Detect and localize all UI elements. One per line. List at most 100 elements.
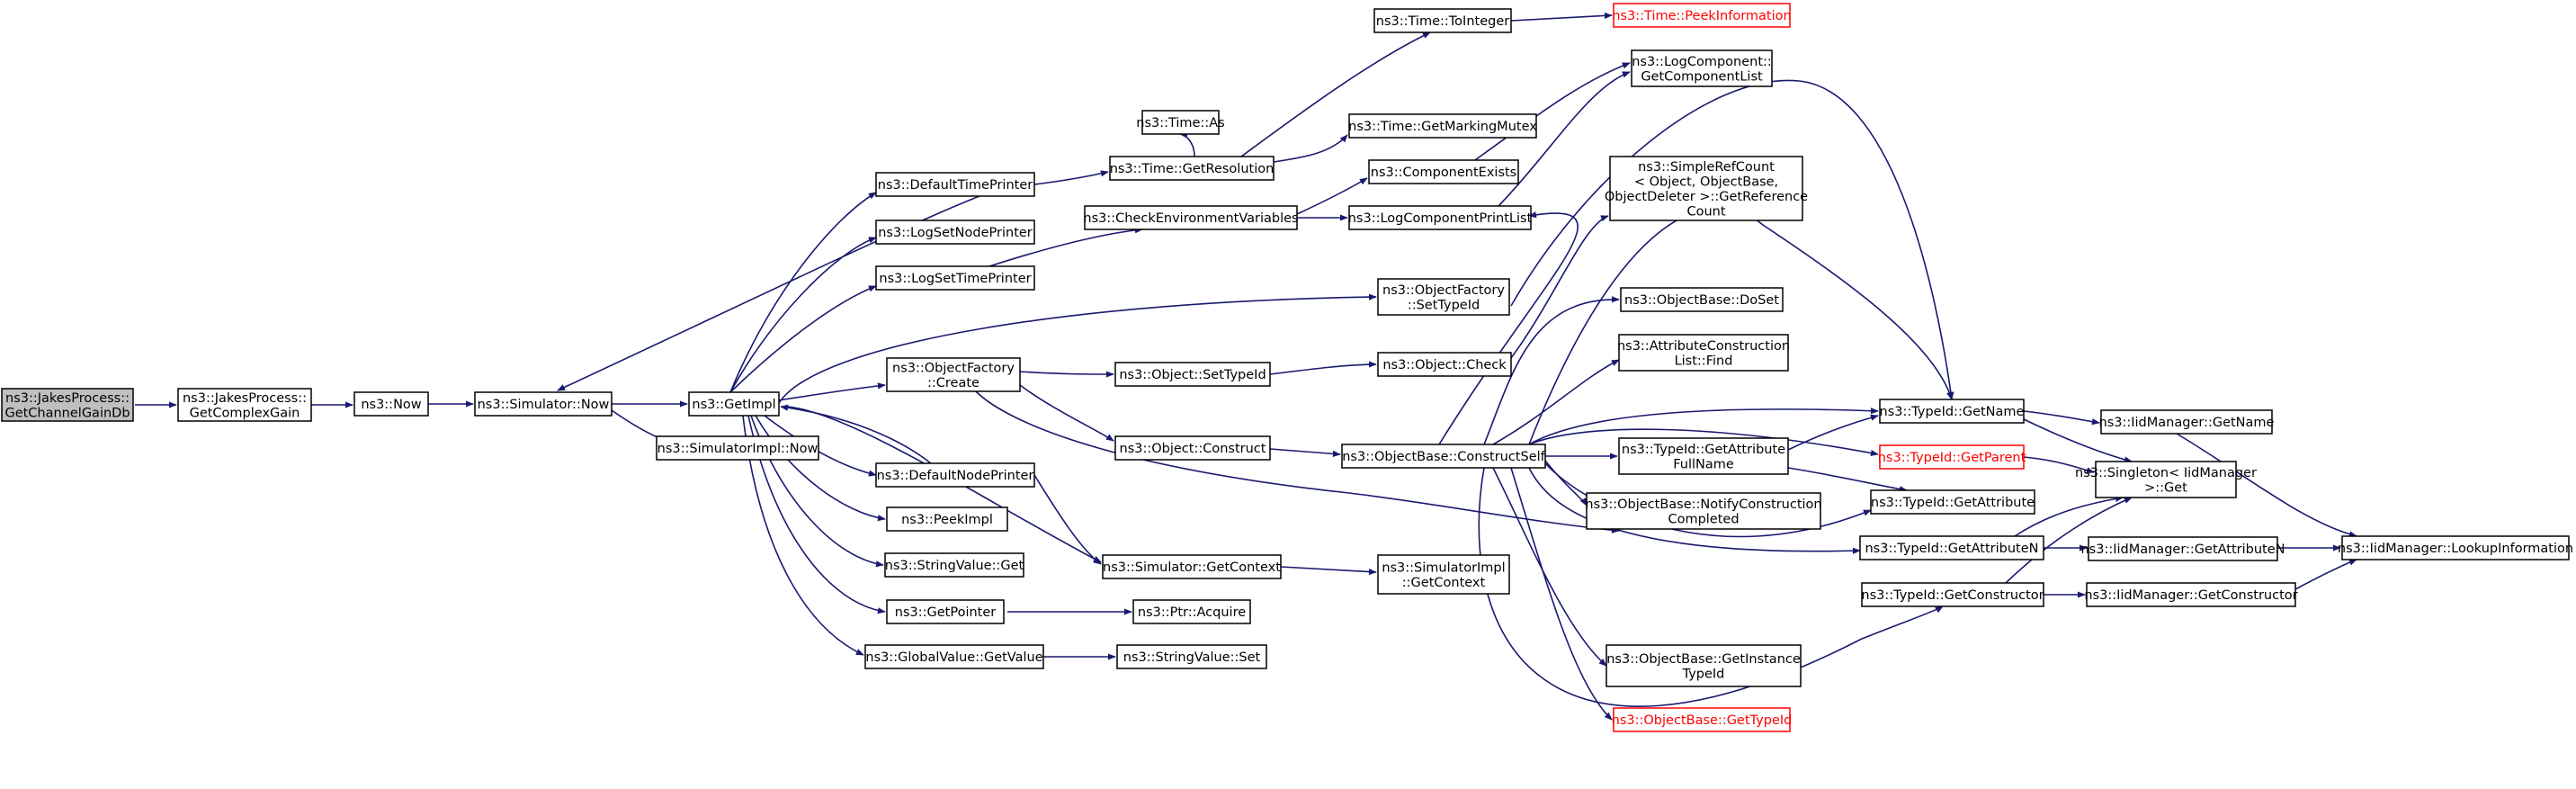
node-label-line: GetComponentList [1641, 69, 1763, 84]
call-edge [1787, 467, 1908, 493]
node-gcg[interactable]: ns3::JakesProcess::GetComplexGain [177, 388, 312, 422]
node-singleton[interactable]: ns3::Singleton< IidManager>::Get [2075, 461, 2257, 498]
node-label-line: ns3::DefaultNodePrinter [877, 469, 1034, 483]
node-svset[interactable]: ns3::StringValue::Set [1116, 644, 1267, 669]
node-objconstruct[interactable]: ns3::Object::Construct [1114, 435, 1271, 461]
node-label-line: ns3::TypeId::GetParent [1878, 451, 2026, 465]
node-compexists[interactable]: ns3::ComponentExists [1368, 159, 1519, 184]
node-box [1373, 8, 1512, 33]
node-timeas[interactable]: ns3::Time::As [1136, 110, 1225, 135]
node-getimpl[interactable]: ns3::GetImpl [688, 391, 780, 417]
node-box [1141, 110, 1220, 135]
node-svget[interactable]: ns3::StringValue::Get [884, 552, 1024, 578]
node-root[interactable]: ns3::JakesProcess::GetChannelGainDb [1, 388, 134, 422]
node-label-line: GetChannelGainDb [4, 406, 130, 420]
node-label-line: ::Create [927, 376, 979, 390]
node-simnow[interactable]: ns3::Simulator::Now [474, 391, 613, 417]
node-label-line: ns3::StringValue::Get [885, 559, 1024, 573]
node-label-line: ns3::Object::Construct [1120, 442, 1266, 456]
node-label-line: ns3::SimulatorImpl [1382, 560, 1505, 575]
node-label-line: >::Get [2144, 480, 2187, 495]
node-ofsettid[interactable]: ns3::ObjectFactory::SetTypeId [1377, 278, 1510, 316]
node-lookup[interactable]: ns3::IidManager::LookupInformation [2338, 535, 2573, 560]
node-box [2088, 536, 2278, 561]
node-simimplctx[interactable]: ns3::SimulatorImpl::GetContext [1377, 554, 1510, 595]
call-edge [755, 415, 886, 522]
node-box [1377, 352, 1512, 377]
node-cev[interactable]: ns3::CheckEnvironmentVariables [1083, 205, 1299, 230]
node-box [1377, 278, 1510, 316]
node-srcgrc[interactable]: ns3::SimpleRefCount< Object, ObjectBase,… [1605, 156, 1808, 221]
node-lcpl[interactable]: ns3::LogComponentPrintList [1348, 205, 1533, 230]
node-label-line: ns3::LogComponent:: [1632, 55, 1772, 69]
call-edge [2023, 418, 2133, 463]
node-box [1618, 437, 1789, 475]
call-edge [729, 285, 877, 393]
node-dnp[interactable]: ns3::DefaultNodePrinter [875, 462, 1035, 488]
node-label-line: ns3::ComponentExists [1371, 166, 1517, 180]
call-edge [2023, 410, 2100, 426]
node-gvget[interactable]: ns3::GlobalValue::GetValue [864, 644, 1044, 669]
node-box [1606, 644, 1802, 687]
node-gmm[interactable]: ns3::Time::GetMarkingMutex [1348, 113, 1537, 139]
node-objsettid[interactable]: ns3::Object::SetTypeId [1114, 362, 1271, 387]
call-edge [1544, 460, 1588, 507]
node-peekimpl[interactable]: ns3::PeekImpl [886, 507, 1008, 532]
node-tidgetattrn[interactable]: ns3::TypeId::GetAttributeN [1859, 535, 2044, 560]
node-label-line: ::SetTypeId [1408, 298, 1480, 312]
node-iidgetname[interactable]: ns3::IidManager::GetName [2099, 409, 2275, 435]
node-lcgcl[interactable]: ns3::LogComponent::GetComponentList [1631, 49, 1773, 87]
node-box [886, 599, 1005, 624]
node-obnotify[interactable]: ns3::ObjectBase::NotifyConstructionCompl… [1585, 492, 1822, 530]
node-box [1114, 435, 1271, 461]
node-objcheck[interactable]: ns3::Object::Check [1377, 352, 1512, 377]
node-tidgetname[interactable]: ns3::TypeId::GetName [1879, 399, 2025, 424]
node-box [177, 388, 312, 422]
node-obcs[interactable]: ns3::ObjectBase::ConstructSelf [1341, 444, 1546, 469]
node-now[interactable]: ns3::Now [353, 391, 429, 417]
call-edge [729, 237, 877, 393]
node-simimplnow[interactable]: ns3::SimulatorImpl::Now [656, 435, 819, 461]
call-edge [1492, 359, 1620, 445]
node-box [1879, 399, 2025, 424]
node-obdoset[interactable]: ns3::ObjectBase::DoSet [1620, 287, 1784, 312]
node-label-line: ns3::TypeId::GetAttribute [1622, 443, 1785, 457]
node-label-line: TypeId [1682, 667, 1725, 681]
node-lstp[interactable]: ns3::LogSetTimePrinter [875, 265, 1035, 291]
node-label-line: ns3::IidManager::GetAttributeN [2080, 542, 2285, 557]
node-iidgetattrn[interactable]: ns3::IidManager::GetAttributeN [2080, 536, 2285, 561]
node-label-line: ns3::ObjectBase::DoSet [1624, 293, 1779, 308]
call-edge [1474, 71, 1631, 230]
call-edge [1483, 296, 1620, 445]
node-label-line: ns3::Ptr::Acquire [1138, 605, 1246, 620]
node-box [2100, 409, 2273, 435]
node-label-line: GetComplexGain [190, 406, 300, 420]
node-tidgetattr[interactable]: ns3::TypeId::GetAttribute [1870, 489, 2035, 515]
node-toint[interactable]: ns3::Time::ToInteger [1373, 8, 1512, 33]
node-timeres[interactable]: ns3::Time::GetResolution [1109, 156, 1275, 181]
node-getptr[interactable]: ns3::GetPointer [886, 599, 1005, 624]
node-obgettid[interactable]: ns3::ObjectBase::GetTypeId [1612, 707, 1793, 732]
node-label-line: ns3::LogSetNodePrinter [878, 226, 1033, 240]
node-box [886, 357, 1021, 392]
node-iidgetctor[interactable]: ns3::IidManager::GetConstructor [2084, 582, 2298, 607]
node-ofcreate[interactable]: ns3::ObjectFactory::Create [886, 357, 1021, 392]
node-label-line: ns3::ObjectFactory [892, 361, 1015, 375]
node-dtp[interactable]: ns3::DefaultTimePrinter [875, 172, 1035, 197]
node-peekinfo[interactable]: ns3::Time::PeekInformation [1612, 3, 1792, 28]
call-edge [1280, 566, 1377, 576]
node-label-line: ns3::GetPointer [895, 605, 997, 620]
node-label-line: ns3::TypeId::GetName [1880, 405, 2025, 419]
node-label-line: ns3::Time::ToInteger [1376, 14, 1509, 29]
node-tidgetctor[interactable]: ns3::TypeId::GetConstructor [1861, 582, 2044, 607]
node-ptracq[interactable]: ns3::Ptr::Acquire [1132, 599, 1251, 624]
node-simgetctx[interactable]: ns3::Simulator::GetContext [1102, 554, 1282, 579]
node-label-line: Count [1686, 204, 1725, 219]
node-lsnp[interactable]: ns3::LogSetNodePrinter [875, 220, 1035, 245]
node-tidgetparent[interactable]: ns3::TypeId::GetParent [1878, 444, 2026, 470]
node-label-line: ns3::GetImpl [692, 398, 775, 412]
call-edge [1510, 215, 1609, 359]
